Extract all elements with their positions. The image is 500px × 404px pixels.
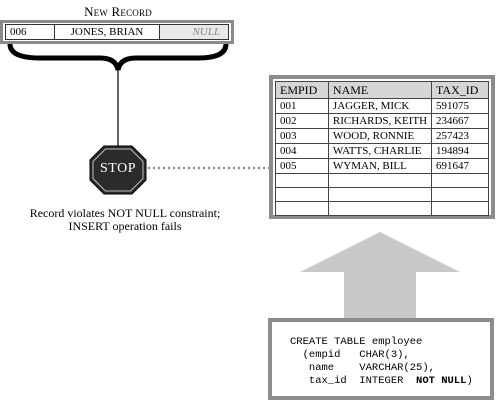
table-row-empty [275, 201, 489, 216]
sql-line-3: name VARCHAR(25), [290, 362, 435, 374]
table-row-empty [275, 187, 489, 202]
caption-line-2: INSERT operation fails [68, 219, 182, 233]
cell-tax-id: 691647 [431, 158, 489, 174]
sql-line-4-suffix: ) [466, 375, 473, 387]
employee-table-frame: EMPID NAME TAX_ID 001 JAGGER, MICK 59107… [269, 75, 495, 219]
cell-empid: 002 [275, 113, 329, 129]
sql-line-4-prefix: tax_id INTEGER [290, 375, 417, 387]
sql-code: CREATE TABLE employee (empid CHAR(3), na… [290, 336, 473, 388]
big-up-arrow [300, 232, 460, 318]
create-table-sql-box: CREATE TABLE employee (empid CHAR(3), na… [268, 318, 494, 400]
violation-caption: Record violates NOT NULL constraint; INS… [10, 207, 240, 233]
new-record-cells: 006 JONES, BRIAN NULL [5, 24, 229, 40]
curly-brace [7, 41, 229, 71]
stop-sign-label: STOP [100, 161, 136, 176]
new-record-title: New Record [60, 4, 176, 20]
table-row: 001 JAGGER, MICK 591075 [275, 98, 489, 114]
cell-name: RICHARDS, KEITH [327, 113, 433, 129]
cell-empid: 001 [275, 98, 329, 114]
sql-line-1: CREATE TABLE employee [290, 336, 423, 348]
employee-table: EMPID NAME TAX_ID 001 JAGGER, MICK 59107… [275, 81, 489, 216]
cell-tax-id: 591075 [431, 98, 489, 114]
new-record-name: JONES, BRIAN [55, 25, 160, 39]
cell-tax-id: 234667 [431, 113, 489, 129]
cell-name: WYMAN, BILL [327, 158, 433, 174]
cell-name: WATTS, CHARLIE [327, 143, 433, 159]
sql-not-null-keyword: NOT NULL [416, 375, 467, 387]
table-row: 005 WYMAN, BILL 691647 [275, 158, 489, 174]
cell-empid: 005 [275, 158, 329, 174]
cell-empid: 003 [275, 128, 329, 144]
cell-tax-id: 257423 [431, 128, 489, 144]
caption-line-1: Record violates NOT NULL constraint; [29, 206, 221, 220]
new-record-empid: 006 [6, 25, 55, 39]
new-record-title-text: New Record [84, 4, 152, 19]
new-record-tax-id-null: NULL [160, 25, 228, 39]
cell-name: JAGGER, MICK [327, 98, 433, 114]
table-row-empty [275, 173, 489, 188]
cell-name: WOOD, RONNIE [327, 128, 433, 144]
stop-sign-icon [89, 145, 147, 195]
cell-empid: 004 [275, 143, 329, 159]
new-record-row: 006 JONES, BRIAN NULL [0, 20, 234, 44]
cell-tax-id: 194894 [431, 143, 489, 159]
table-row: 004 WATTS, CHARLIE 194894 [275, 143, 489, 159]
table-row: 003 WOOD, RONNIE 257423 [275, 128, 489, 144]
table-header-row: EMPID NAME TAX_ID [275, 81, 489, 99]
table-row: 002 RICHARDS, KEITH 234667 [275, 113, 489, 129]
column-header-empid: EMPID [275, 81, 329, 99]
sql-line-2: (empid CHAR(3), [290, 349, 410, 361]
column-header-tax-id: TAX_ID [431, 81, 489, 99]
column-header-name: NAME [327, 81, 433, 99]
